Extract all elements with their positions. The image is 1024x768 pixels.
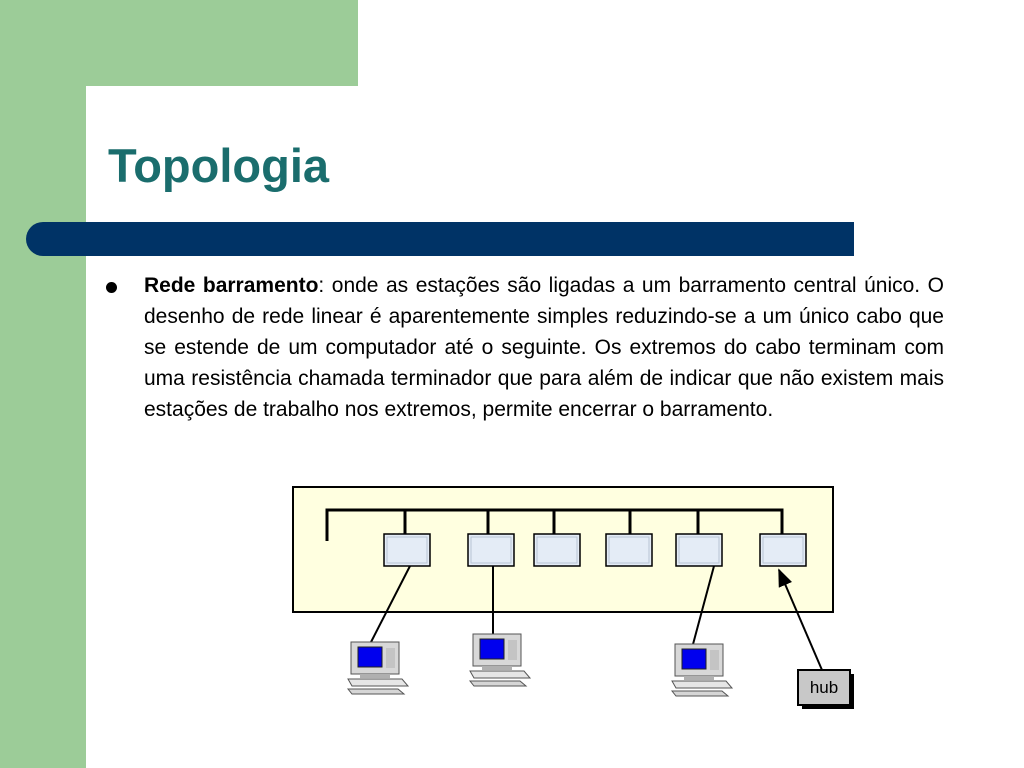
hub-icon: hub (797, 669, 854, 709)
bullet-paragraph: Rede barramento: onde as estações são li… (144, 270, 944, 425)
hub-arrow-line (778, 568, 823, 671)
hub-label: hub (810, 678, 838, 697)
bullet-dot-icon (106, 282, 117, 293)
connection-line (691, 565, 715, 649)
green-sidebar-decoration (0, 0, 86, 768)
station-slot (605, 533, 653, 567)
computer-icon (346, 641, 410, 695)
bus-topology-diagram: hub (292, 486, 854, 709)
green-corner-decoration (86, 0, 358, 86)
station-slot (759, 533, 807, 567)
title-underline-bar (26, 222, 854, 256)
bullet-term: Rede barramento (144, 274, 319, 297)
connection-line (369, 565, 411, 645)
station-slot (675, 533, 723, 567)
slide-title: Topologia (108, 139, 330, 192)
station-slot (533, 533, 581, 567)
computer-icon (468, 633, 532, 687)
bus-cable (325, 508, 784, 541)
computer-icon (670, 643, 734, 697)
rounded-corner-decoration (86, 86, 206, 206)
station-slot (467, 533, 515, 567)
bullet-text: : onde as estações são ligadas a um barr… (144, 274, 944, 421)
station-slot (383, 533, 431, 567)
